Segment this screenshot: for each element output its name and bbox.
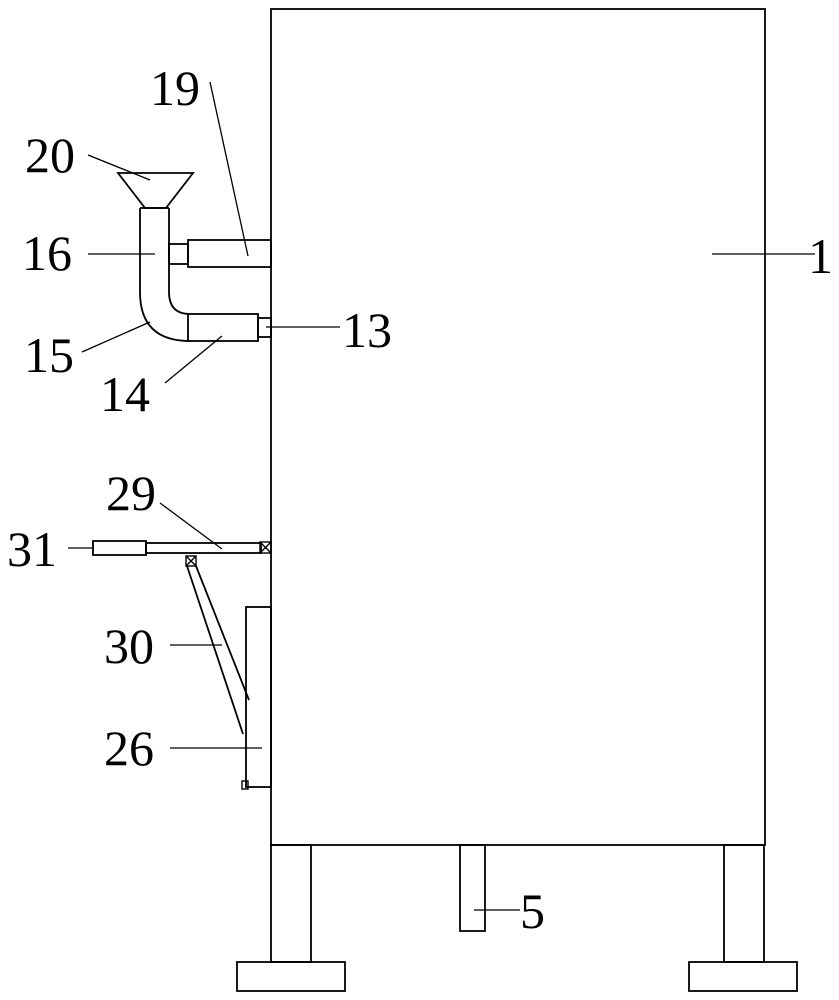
rod-29	[145, 542, 262, 554]
label-29: 29	[106, 465, 156, 521]
label-20: 20	[25, 127, 75, 183]
label-14: 14	[100, 366, 150, 422]
funnel-20	[116, 172, 195, 209]
drain-pipe-5	[459, 844, 486, 932]
cabinet-body	[270, 8, 766, 846]
right-leg	[688, 844, 798, 992]
label-13: 13	[342, 302, 392, 358]
label-26: 26	[104, 720, 154, 776]
connector-19a	[168, 243, 189, 265]
hinge-29	[259, 541, 272, 554]
left-foot	[236, 961, 346, 992]
handle-31	[92, 540, 147, 556]
right-foot	[688, 961, 798, 992]
label-31: 31	[7, 521, 57, 577]
plate-26	[245, 606, 272, 788]
label-5: 5	[520, 883, 545, 939]
label-1: 1	[808, 228, 833, 284]
leader-lines	[68, 81, 815, 911]
label-16: 16	[22, 225, 72, 281]
vertical-pipe-16	[139, 207, 170, 292]
elbow-15	[139, 291, 191, 342]
label-19: 19	[150, 60, 200, 116]
hinge-30	[185, 555, 197, 567]
brace-30	[186, 565, 250, 735]
pipe-19	[187, 239, 272, 268]
left-leg	[236, 844, 346, 992]
pipe-14	[187, 313, 259, 342]
label-30: 30	[104, 618, 154, 674]
label-15: 15	[24, 327, 74, 383]
plate-26-foot	[241, 780, 249, 790]
